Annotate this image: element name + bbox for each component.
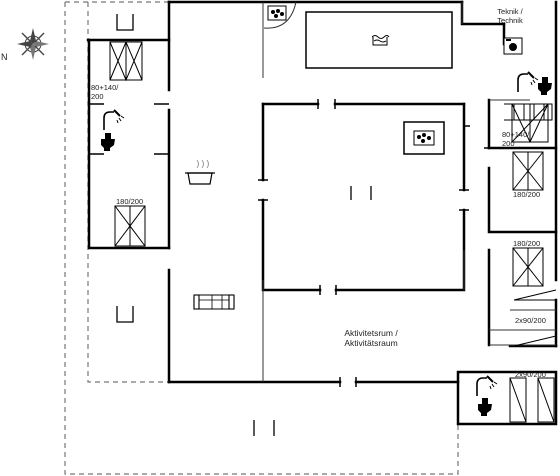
bed-left-bottom bbox=[114, 205, 146, 247]
bed-label-left-top: 80+140/200 bbox=[91, 83, 119, 101]
bed-label-right-1: 80+140/200 bbox=[502, 130, 530, 148]
door-markers bbox=[116, 14, 372, 436]
staircase bbox=[504, 103, 553, 121]
room-label-technical: Teknik /Technik bbox=[497, 7, 523, 25]
door-jambs bbox=[89, 99, 489, 387]
bed-left-top bbox=[109, 41, 143, 82]
bathroom-right bbox=[517, 71, 552, 95]
bed-label-right-4: 2x90/200 bbox=[515, 316, 546, 325]
cooking-pot-icon bbox=[185, 159, 215, 185]
washing-machine-icon bbox=[503, 37, 523, 55]
toilet-icon bbox=[478, 398, 492, 416]
sofa-icon bbox=[193, 294, 235, 310]
pool-icon bbox=[371, 35, 390, 46]
room-label-activity: Aktivitetsrum /Aktivitätsraum bbox=[344, 328, 398, 348]
pool bbox=[305, 11, 453, 69]
spa-icon bbox=[403, 121, 445, 155]
bed-label-right-5: 2x90/200 bbox=[515, 370, 546, 379]
interior-lines bbox=[262, 1, 556, 382]
toilet-icon bbox=[101, 133, 115, 151]
bathroom-bottom bbox=[476, 375, 498, 416]
sauna-icon bbox=[267, 5, 287, 21]
bed-label-right-2: 180/200 bbox=[513, 190, 540, 199]
walls bbox=[86, 0, 558, 426]
beds-right bbox=[509, 103, 557, 423]
shower-icon bbox=[103, 109, 125, 131]
bed-label-left-bottom: 180/200 bbox=[116, 197, 143, 206]
compass-rose-icon bbox=[17, 28, 49, 60]
bed-label-right-3: 180/200 bbox=[513, 239, 540, 248]
shower-icon bbox=[517, 71, 539, 93]
shower-icon bbox=[476, 375, 498, 397]
bathroom-left bbox=[101, 109, 125, 151]
compass-north-label: N bbox=[1, 52, 8, 62]
toilet-icon bbox=[538, 77, 552, 95]
